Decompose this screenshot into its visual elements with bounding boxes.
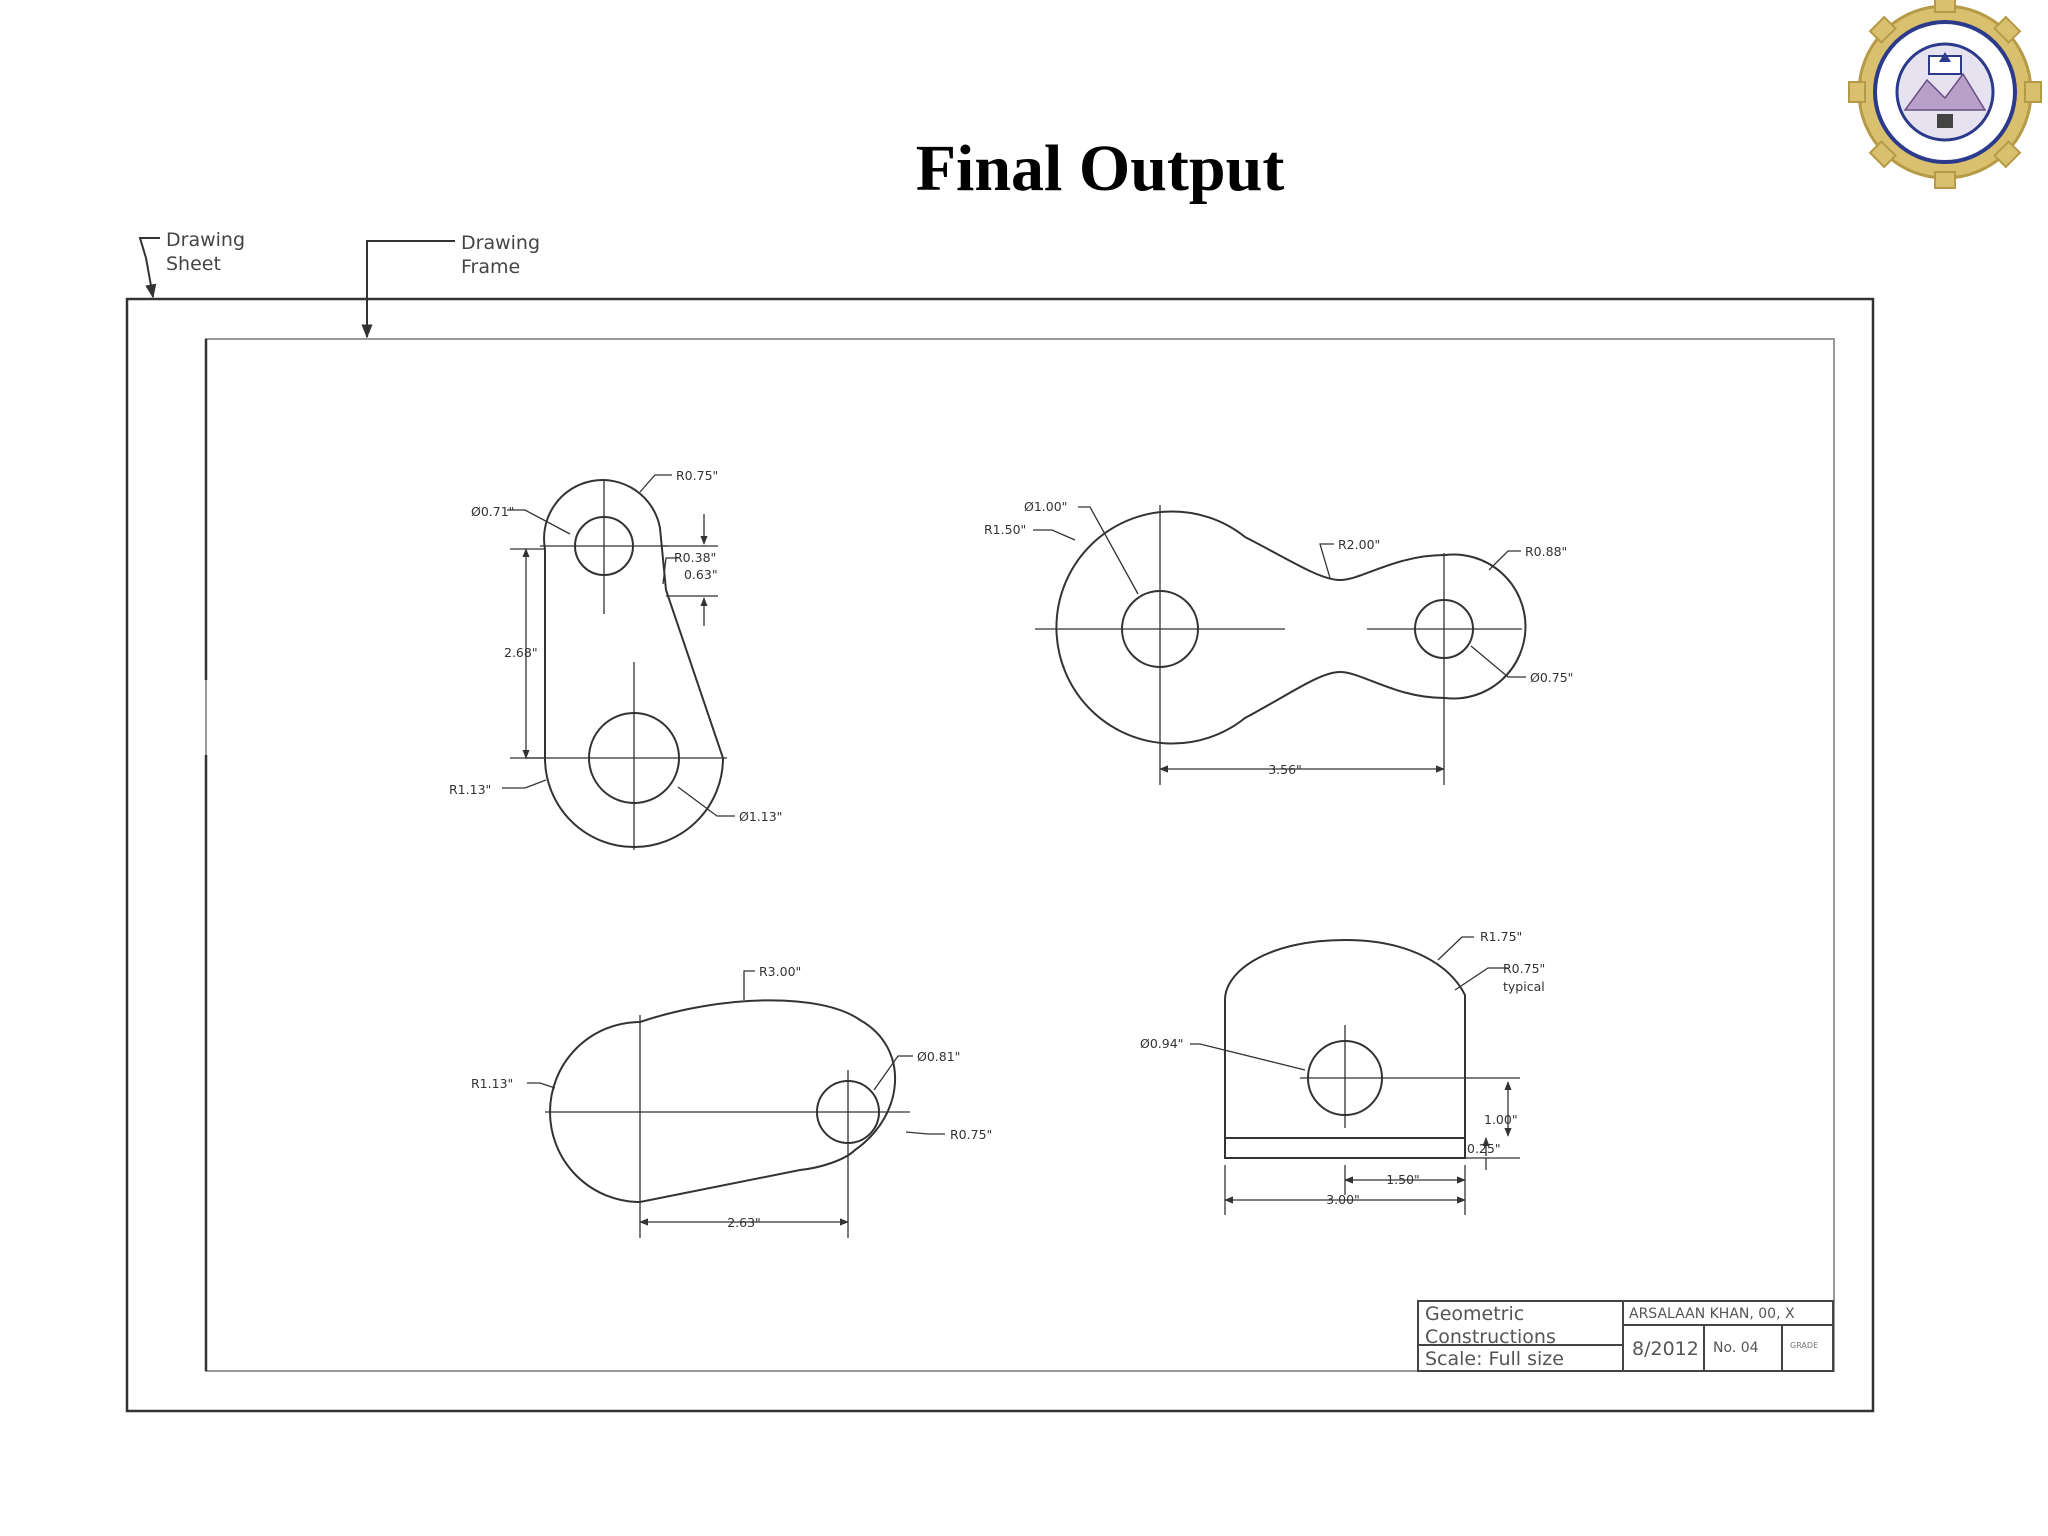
- crank-dimensions: R0.75" Ø0.71" R0.38" 0.63" 2.68" R1.13" …: [449, 468, 782, 824]
- crank-part-drawing: [502, 474, 735, 850]
- bracket-dim-width: 3.00": [1326, 1192, 1360, 1207]
- bracket-dim-r-fillet: R0.75": [1503, 961, 1545, 976]
- cam-dim-r-left: R1.13": [471, 1076, 513, 1091]
- bracket-dim-hole-x: 1.50": [1386, 1172, 1420, 1187]
- drawing-frame-callout: Drawing Frame: [361, 232, 540, 339]
- tb-rev: GRADE: [1790, 1341, 1818, 1350]
- tb-name-line2: Constructions: [1425, 1326, 1556, 1348]
- crank-dim-r-corner: R0.38": [674, 550, 716, 565]
- link-part-drawing: [1033, 505, 1527, 785]
- bracket-dim-fillet-note: typical: [1503, 979, 1545, 994]
- link-dim-r-neck: R2.00": [1338, 537, 1380, 552]
- bracket-dim-r-top: R1.75": [1480, 929, 1522, 944]
- link-dim-r-big: R1.50": [984, 522, 1026, 537]
- link-dim-r-small: R0.88": [1525, 544, 1567, 559]
- bracket-part-drawing: [1190, 936, 1520, 1215]
- link-dimensions: Ø1.00" R1.50" R2.00" R0.88" Ø0.75" 3.56": [984, 499, 1573, 777]
- cam-dim-r-right: R0.75": [950, 1127, 992, 1142]
- bracket-dim-base-thk: 0.25": [1467, 1141, 1501, 1156]
- page-title: Final Output: [916, 132, 1285, 205]
- callout-sheet-line2: Sheet: [166, 253, 221, 275]
- bracket-dim-hole-height: 1.00": [1484, 1112, 1518, 1127]
- drawing-frame-border: [205, 338, 1835, 1372]
- cam-dimensions: R3.00" R1.13" Ø0.81" R0.75" 2.63": [471, 964, 992, 1230]
- tb-number: No. 04: [1713, 1340, 1759, 1356]
- link-dim-d-big: Ø1.00": [1024, 499, 1067, 514]
- crank-dim-offset: 0.63": [684, 567, 718, 582]
- crank-dim-r-bottom: R1.13": [449, 782, 491, 797]
- tb-name-line1: Geometric: [1425, 1303, 1524, 1325]
- link-dim-center-dist: 3.56": [1268, 762, 1302, 777]
- drawing-sheet-border: [125, 297, 1875, 1413]
- university-seal-logo: [1848, 0, 2042, 189]
- link-dim-d-small: Ø0.75": [1530, 670, 1573, 685]
- drawing-sheet-callout: Drawing Sheet: [138, 229, 245, 299]
- cam-dim-d-hole: Ø0.81": [917, 1049, 960, 1064]
- cam-dim-r-top: R3.00": [759, 964, 801, 979]
- cam-part-drawing: [527, 970, 945, 1238]
- tb-author: ARSALAAN KHAN, 00, X: [1629, 1306, 1795, 1322]
- bracket-dim-d-hole: Ø0.94": [1140, 1036, 1183, 1051]
- crank-dim-height: 2.68": [504, 645, 538, 660]
- callout-frame-line1: Drawing: [461, 232, 540, 254]
- crank-dim-r-top: R0.75": [676, 468, 718, 483]
- tb-date: 8/2012: [1632, 1338, 1699, 1360]
- tb-scale: Scale: Full size: [1425, 1348, 1564, 1370]
- crank-dim-d-top: Ø0.71": [471, 504, 514, 519]
- title-block: [1417, 1300, 1834, 1372]
- cam-dim-center-dist: 2.63": [727, 1215, 761, 1230]
- crank-dim-d-bottom: Ø1.13": [739, 809, 782, 824]
- callout-sheet-line1: Drawing: [166, 229, 245, 251]
- title-block-text: Geometric Constructions Scale: Full size…: [1425, 1303, 1818, 1370]
- callout-frame-line2: Frame: [461, 256, 520, 278]
- bracket-dimensions: R1.75" R0.75" typical Ø0.94" 1.00" 0.25"…: [1140, 929, 1545, 1207]
